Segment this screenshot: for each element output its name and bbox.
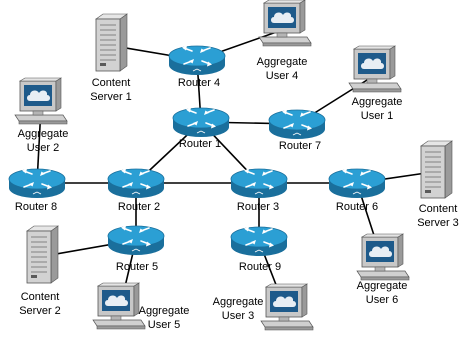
nodes-layer [8,0,453,331]
router-label: Router 4 [178,77,220,89]
router-5-icon [107,225,165,255]
router-label: Router 9 [239,261,281,273]
router-3-icon [230,168,288,198]
content-server-1-icon [95,13,128,72]
aggregate-user-3-icon [260,283,314,331]
user-label: Aggregate [139,305,190,317]
user-label: Aggregate [257,56,308,68]
user-label: Aggregate [357,280,408,292]
user-label: User 2 [27,142,59,154]
server-label: Server 3 [417,217,459,229]
router-4-icon [168,45,226,75]
router-label: Router 7 [279,140,321,152]
user-label: User 3 [222,310,254,322]
router-label: Router 6 [336,201,378,213]
router-label: Router 1 [179,138,221,150]
user-label: User 1 [361,110,393,122]
router-6-icon [328,168,386,198]
router-9-icon [230,226,288,256]
aggregate-user-5-icon [92,282,146,330]
user-label: Aggregate [213,296,264,308]
user-label: User 4 [266,70,298,82]
content-server-2-icon [26,225,59,284]
router-1-icon [172,107,230,137]
user-label: Aggregate [18,128,69,140]
labels-layer: Router 1 Router 2 Router 3 Router 4 Router 5… [15,56,459,331]
server-label: Content [419,203,458,215]
aggregate-user-1-icon [348,45,402,93]
server-label: Server 1 [90,91,132,103]
router-label: Router 8 [15,201,57,213]
aggregate-user-4-icon [258,0,312,47]
router-label: Router 5 [116,261,158,273]
router-2-icon [107,168,165,198]
router-label: Router 3 [237,201,279,213]
server-label: Content [92,77,131,89]
user-label: User 6 [366,294,398,306]
server-label: Content [21,291,60,303]
content-server-3-icon [420,140,453,199]
user-label: Aggregate [352,96,403,108]
aggregate-user-6-icon [356,233,410,281]
router-label: Router 2 [118,201,160,213]
aggregate-user-2-icon [14,77,68,125]
router-7-icon [268,109,326,139]
server-label: Server 2 [19,305,61,317]
router-8-icon [8,168,66,198]
user-label: User 5 [148,319,180,331]
